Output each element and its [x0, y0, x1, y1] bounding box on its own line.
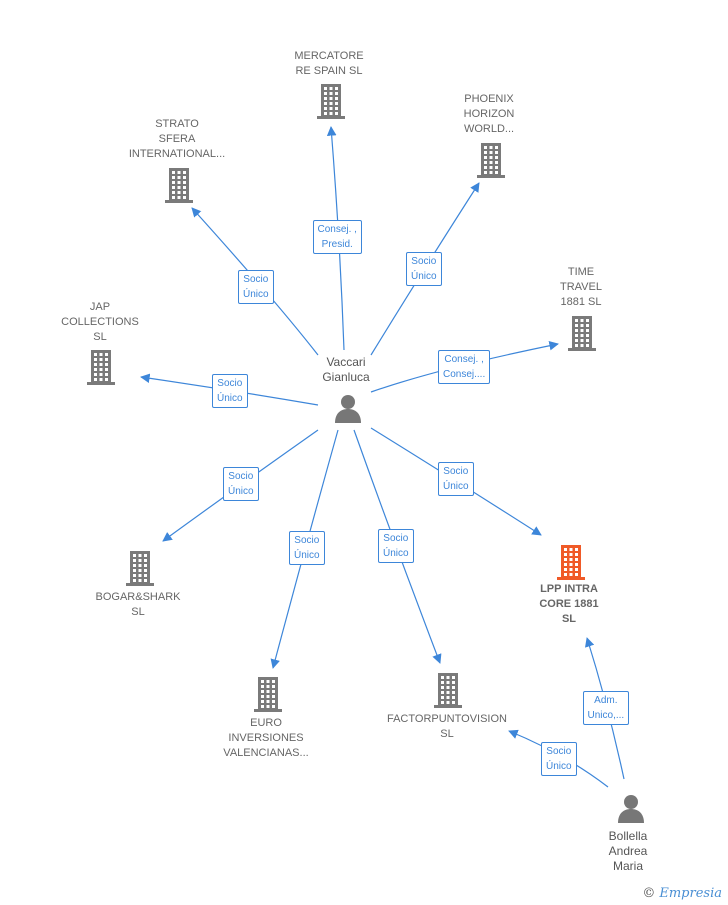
building-icon[interactable] [555, 544, 587, 585]
copyright-symbol: © [642, 886, 656, 901]
edge-label-p2-c9[interactable]: Adm. Unico,... [582, 691, 630, 725]
edge-label-p1-c4[interactable]: Consej. , Consej.... [438, 350, 491, 384]
edge-label-p1-c1[interactable]: Consej. , Presid. [312, 220, 362, 254]
person-label[interactable]: Vaccari Gianluca [322, 355, 370, 384]
company-label[interactable]: STRATO SFERA INTERNATIONAL... [128, 118, 226, 160]
company-label[interactable]: MERCATORE RE SPAIN SL [294, 50, 364, 77]
company-label[interactable]: PHOENIX HORIZON WORLD... [463, 93, 515, 135]
company-label[interactable]: TIME TRAVEL 1881 SL [560, 266, 602, 308]
company-label[interactable]: LPP INTRA CORE 1881 SL [539, 583, 599, 625]
edge-label-p1-c2[interactable]: Socio Único [238, 270, 274, 304]
company-label[interactable]: EURO INVERSIONES VALENCIANAS... [223, 717, 309, 759]
building-icon[interactable] [163, 167, 195, 208]
edge-label-p1-c7[interactable]: Socio Único [289, 531, 325, 565]
edge-label-p1-c6[interactable]: Socio Único [223, 467, 259, 501]
building-icon[interactable] [475, 142, 507, 183]
building-icon[interactable] [124, 550, 156, 591]
company-label[interactable]: JAP COLLECTIONS SL [61, 301, 139, 343]
person-label[interactable]: Bollella Andrea Maria [608, 829, 648, 873]
empresia-logo-text: Empresia [659, 886, 722, 901]
edge-label-p1-c5[interactable]: Socio Único [212, 374, 248, 408]
building-icon[interactable] [315, 83, 347, 124]
building-icon[interactable] [252, 676, 284, 717]
building-icon[interactable] [432, 672, 464, 713]
edge-label-p1-c3[interactable]: Socio Único [406, 252, 442, 286]
edge-label-p1-c9[interactable]: Socio Único [438, 462, 474, 496]
building-icon[interactable] [566, 315, 598, 356]
building-icon[interactable] [85, 349, 117, 390]
edge-label-p1-c8[interactable]: Socio Único [378, 529, 414, 563]
person-icon[interactable] [616, 793, 646, 828]
edge-label-p2-c8[interactable]: Socio Único [541, 742, 577, 776]
empresia-watermark: ©Empresia [642, 886, 722, 901]
company-label[interactable]: BOGAR&SHARK SL [95, 591, 181, 618]
company-label[interactable]: FACTORPUNTOVISION SL [386, 713, 507, 740]
person-icon[interactable] [333, 393, 363, 428]
